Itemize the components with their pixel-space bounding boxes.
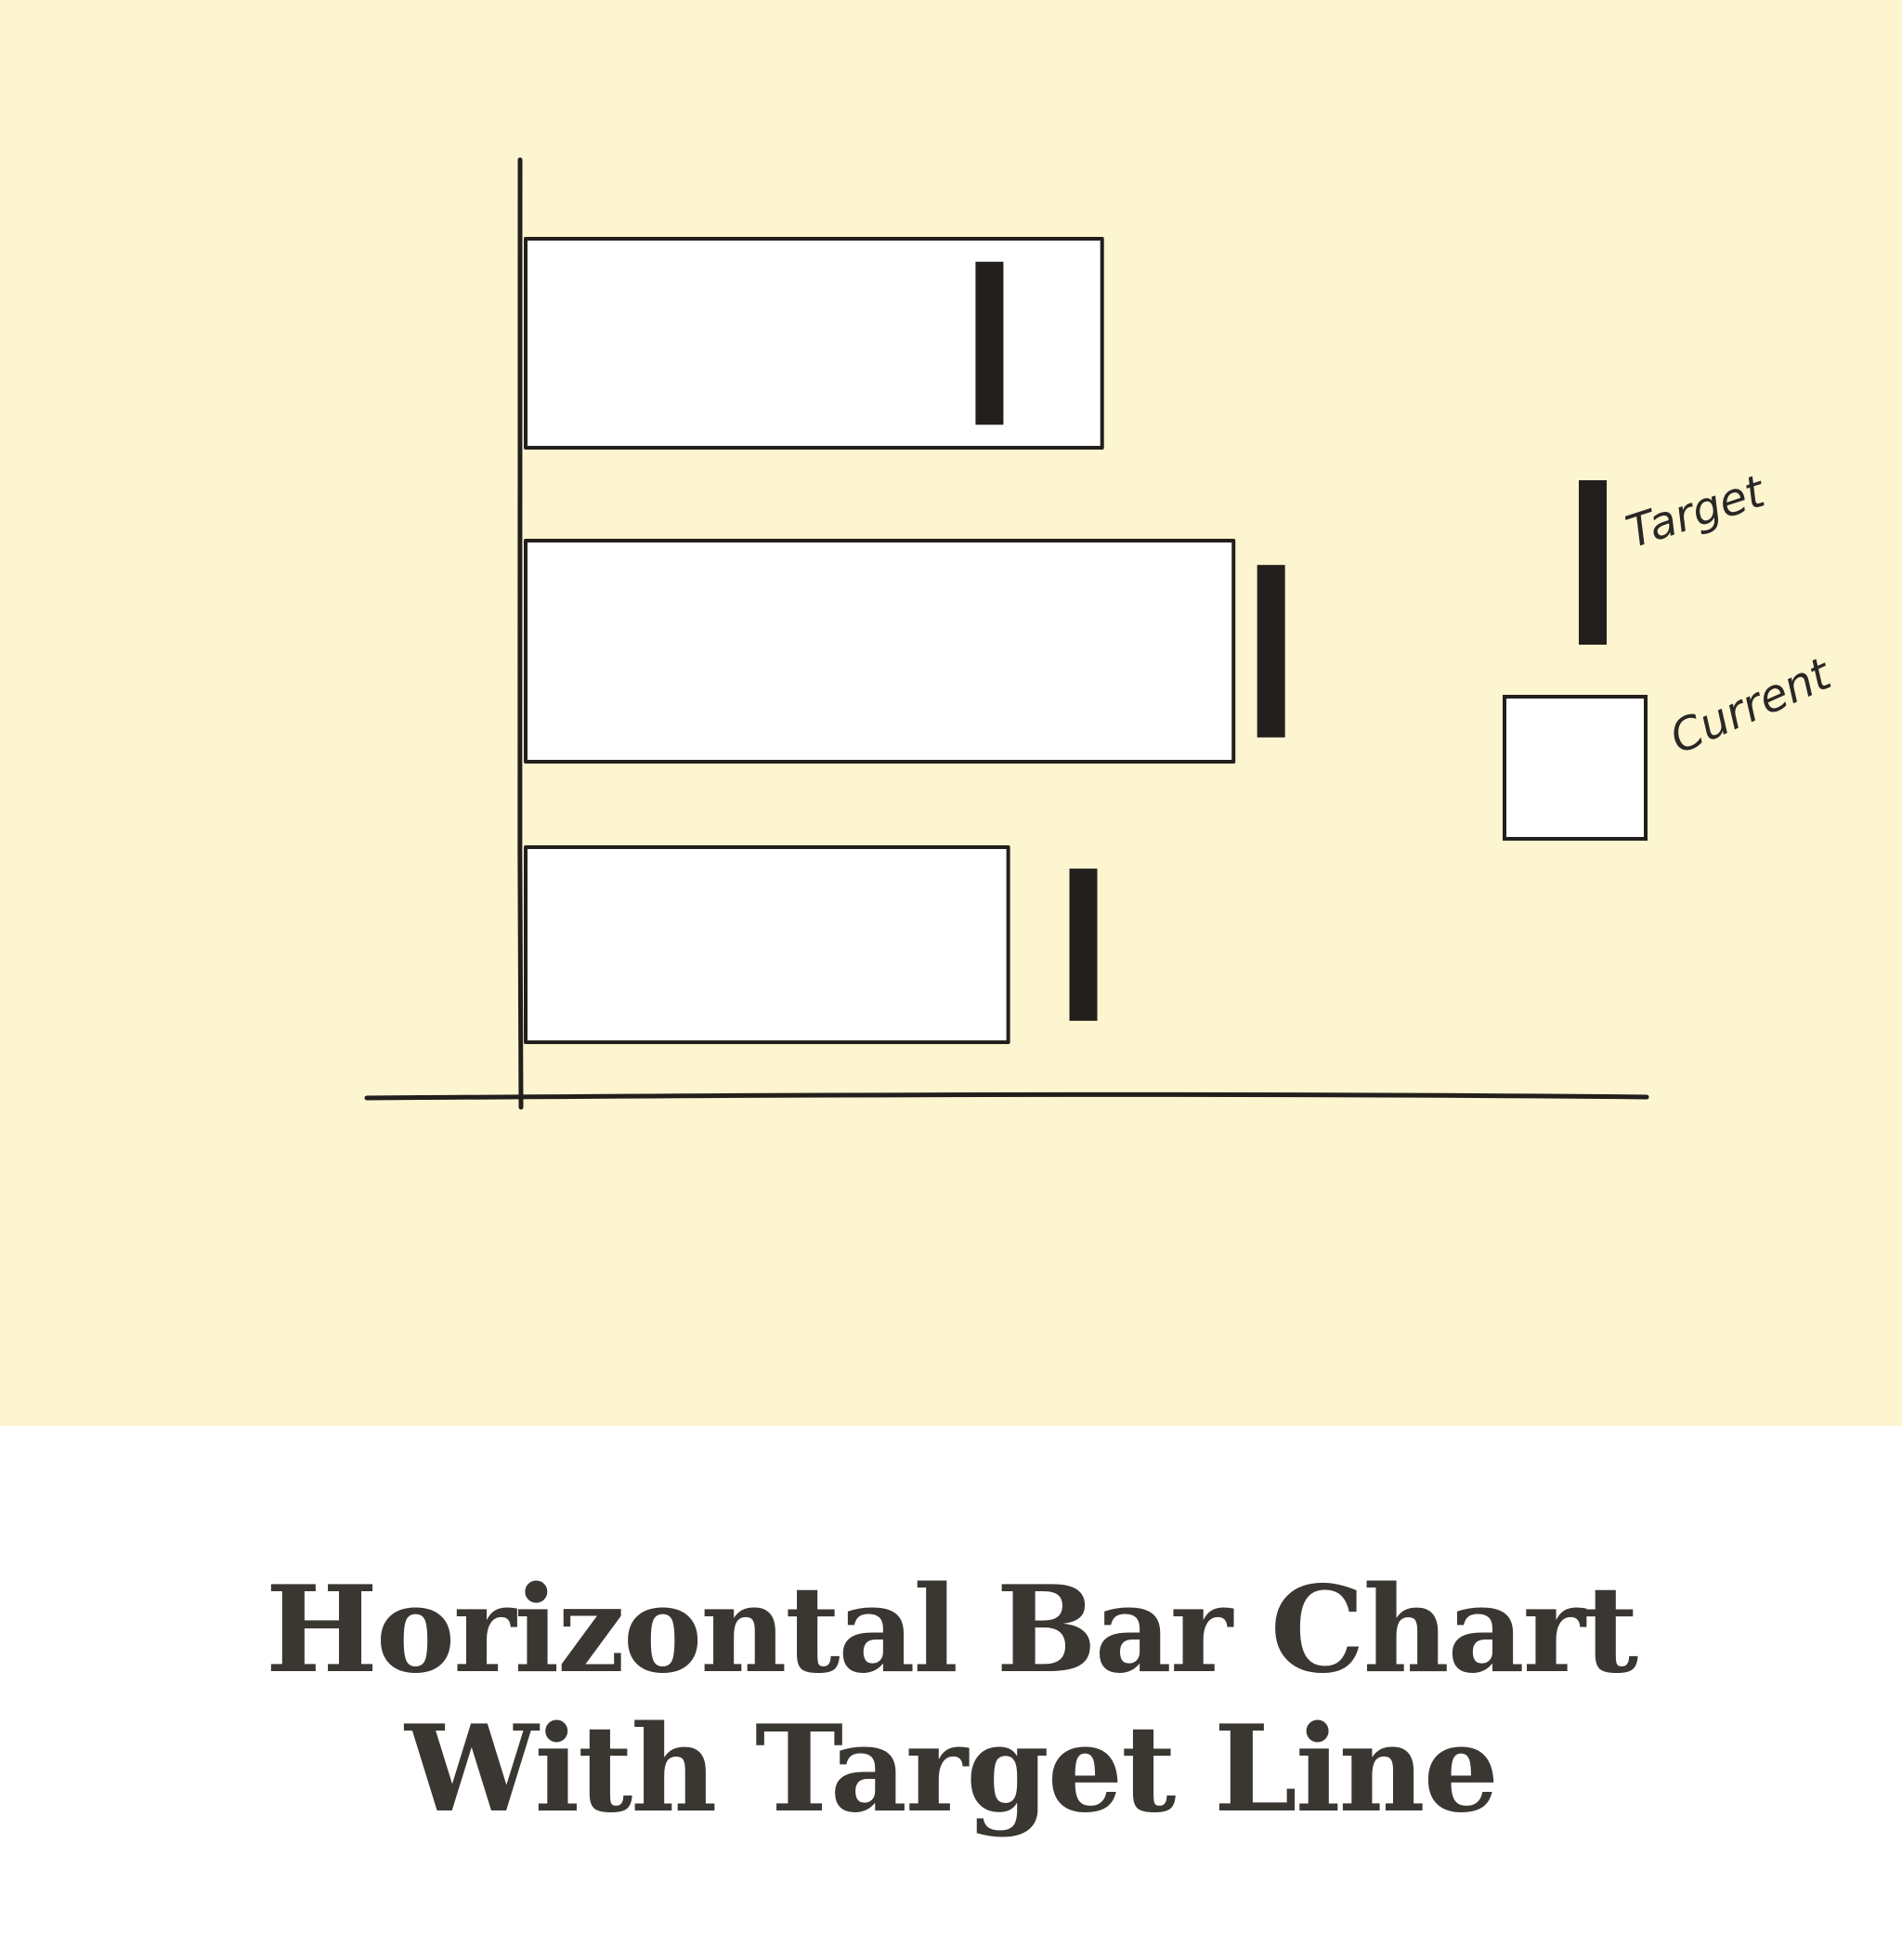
legend-current-swatch [1503, 695, 1648, 841]
targets-layer [975, 261, 1285, 1021]
chart-caption: Horizontal Bar Chart With Target Line [0, 1561, 1902, 1839]
y-axis [517, 157, 524, 1110]
current-bar [524, 845, 1010, 1044]
current-bar [524, 237, 1104, 450]
target-marker [1069, 869, 1098, 1021]
axes-layer [364, 157, 1649, 1110]
bar-chart: Target Current [0, 0, 1902, 1426]
legend-target-swatch [1579, 480, 1607, 645]
bars-layer [524, 237, 1236, 1044]
current-bar [524, 539, 1236, 764]
target-marker [975, 261, 1004, 425]
x-axis [364, 1091, 1649, 1101]
caption-line-2: With Target Line [405, 1700, 1499, 1839]
caption-line-1: Horizontal Bar Chart [265, 1561, 1638, 1700]
chart-panel: Target Current [0, 0, 1902, 1426]
target-marker [1257, 565, 1285, 738]
